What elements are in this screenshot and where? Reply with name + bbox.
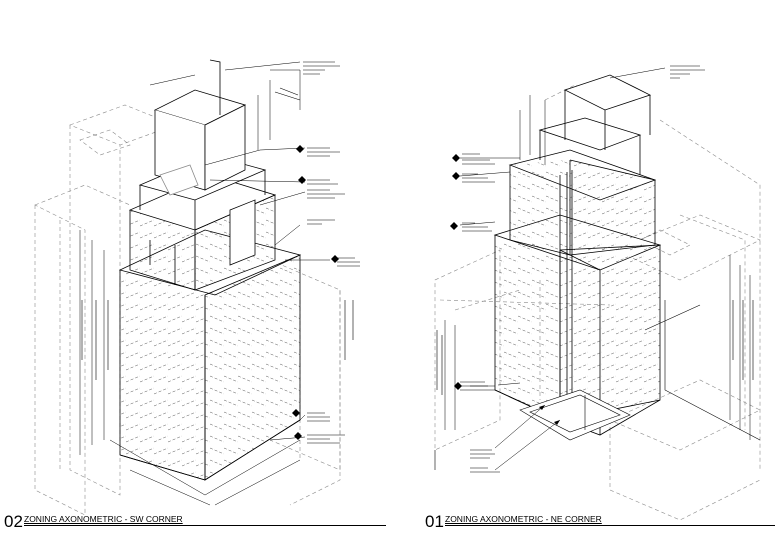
title-underline-ne — [445, 525, 775, 526]
diamond-marker-icon — [454, 382, 462, 390]
ne-arrowheads — [539, 405, 560, 425]
ne-leaders — [459, 67, 666, 471]
ne-annotations — [436, 65, 754, 473]
arrowhead-icon — [539, 405, 545, 410]
ne-corner-slot — [559, 170, 573, 425]
diamond-marker-icon — [452, 172, 460, 180]
diamond-marker-icon — [298, 176, 306, 184]
title-underline-sw — [24, 525, 386, 526]
sw-axonometric-view — [34, 59, 360, 516]
ne-diamond-markers — [450, 154, 462, 390]
diamond-marker-icon — [292, 409, 300, 417]
diamond-marker-icon — [294, 432, 302, 440]
diamond-marker-icon — [296, 145, 304, 153]
view-number-sw: 02 — [4, 512, 23, 531]
diamond-marker-icon — [331, 255, 339, 263]
view-title-sw: ZONING AXONOMETRIC - SW CORNER — [24, 514, 183, 524]
arrowhead-icon — [554, 420, 560, 425]
sw-dimensions — [79, 69, 301, 506]
diamond-marker-icon — [452, 154, 460, 162]
view-title-ne: ZONING AXONOMETRIC - NE CORNER — [445, 514, 602, 524]
ne-base-pit — [519, 389, 631, 441]
sw-leaders — [204, 61, 330, 441]
sw-diamond-markers — [292, 145, 339, 440]
ne-bulkhead — [563, 74, 652, 150]
ne-dimensions — [444, 95, 751, 440]
ne-upper-tower — [508, 117, 657, 256]
view-number-ne: 01 — [425, 512, 444, 531]
ne-axonometric-view — [434, 65, 761, 521]
diamond-marker-icon — [450, 222, 458, 230]
sw-bulkhead — [153, 59, 247, 196]
sw-annotations — [81, 61, 360, 444]
